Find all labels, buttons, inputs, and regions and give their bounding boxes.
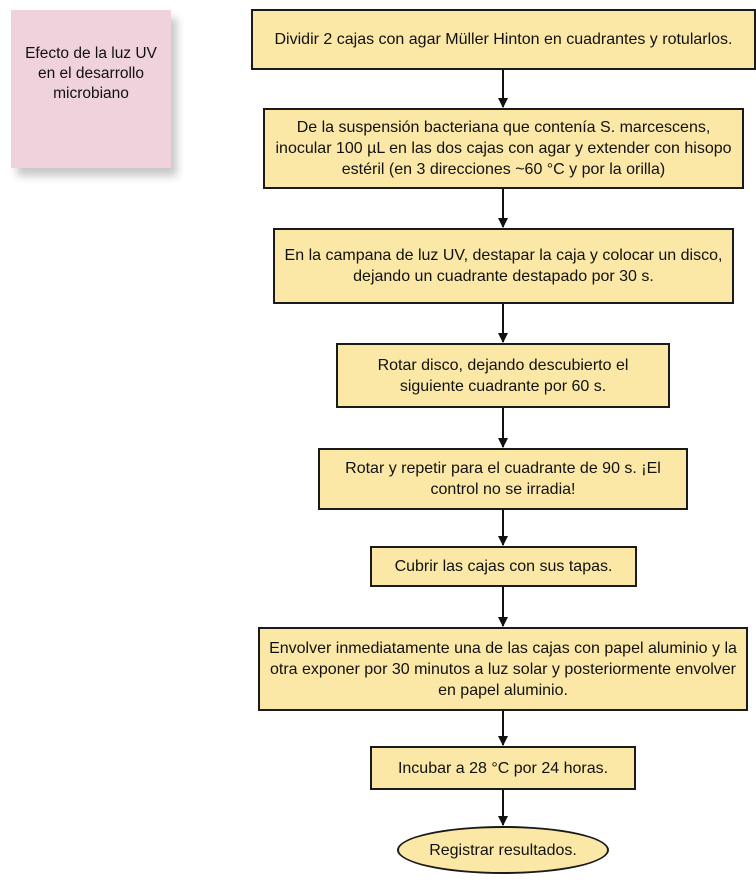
step-2-text: De la suspensión bacteriana que contenía… [275, 119, 732, 178]
title-note-text: Efecto de la luz UV en el desarrollo mic… [25, 45, 157, 102]
step-8-text: Incubar a 28 °C por 24 horas. [397, 759, 609, 777]
step-6-box: Cubrir las cajas con sus tapas. [370, 546, 637, 587]
step-3-text: En la campana de luz UV, destapar la caj… [284, 247, 723, 285]
step-2-box: De la suspensión bacteriana que contenía… [263, 108, 744, 189]
step-5-text: Rotar y repetir para el cuadrante de 90 … [345, 460, 661, 498]
step-5-box: Rotar y repetir para el cuadrante de 90 … [318, 448, 688, 510]
end-terminal-text: Registrar resultados. [429, 841, 577, 859]
step-1-text: Dividir 2 cajas con agar Müller Hinton e… [274, 31, 733, 48]
step-4-text: Rotar disco, dejando descubierto el sigu… [377, 356, 629, 395]
step-8-box: Incubar a 28 °C por 24 horas. [370, 746, 636, 790]
step-4-box: Rotar disco, dejando descubierto el sigu… [336, 343, 670, 408]
step-1-box: Dividir 2 cajas con agar Müller Hinton e… [251, 9, 756, 70]
step-7-box: Envolver inmediatamente una de las cajas… [258, 627, 748, 711]
step-6-text: Cubrir las cajas con sus tapas. [394, 558, 613, 575]
step-3-box: En la campana de luz UV, destapar la caj… [273, 228, 734, 304]
end-terminal: Registrar resultados. [397, 826, 609, 874]
step-7-text: Envolver inmediatamente una de las cajas… [269, 639, 737, 699]
title-note: Efecto de la luz UV en el desarrollo mic… [11, 10, 171, 168]
